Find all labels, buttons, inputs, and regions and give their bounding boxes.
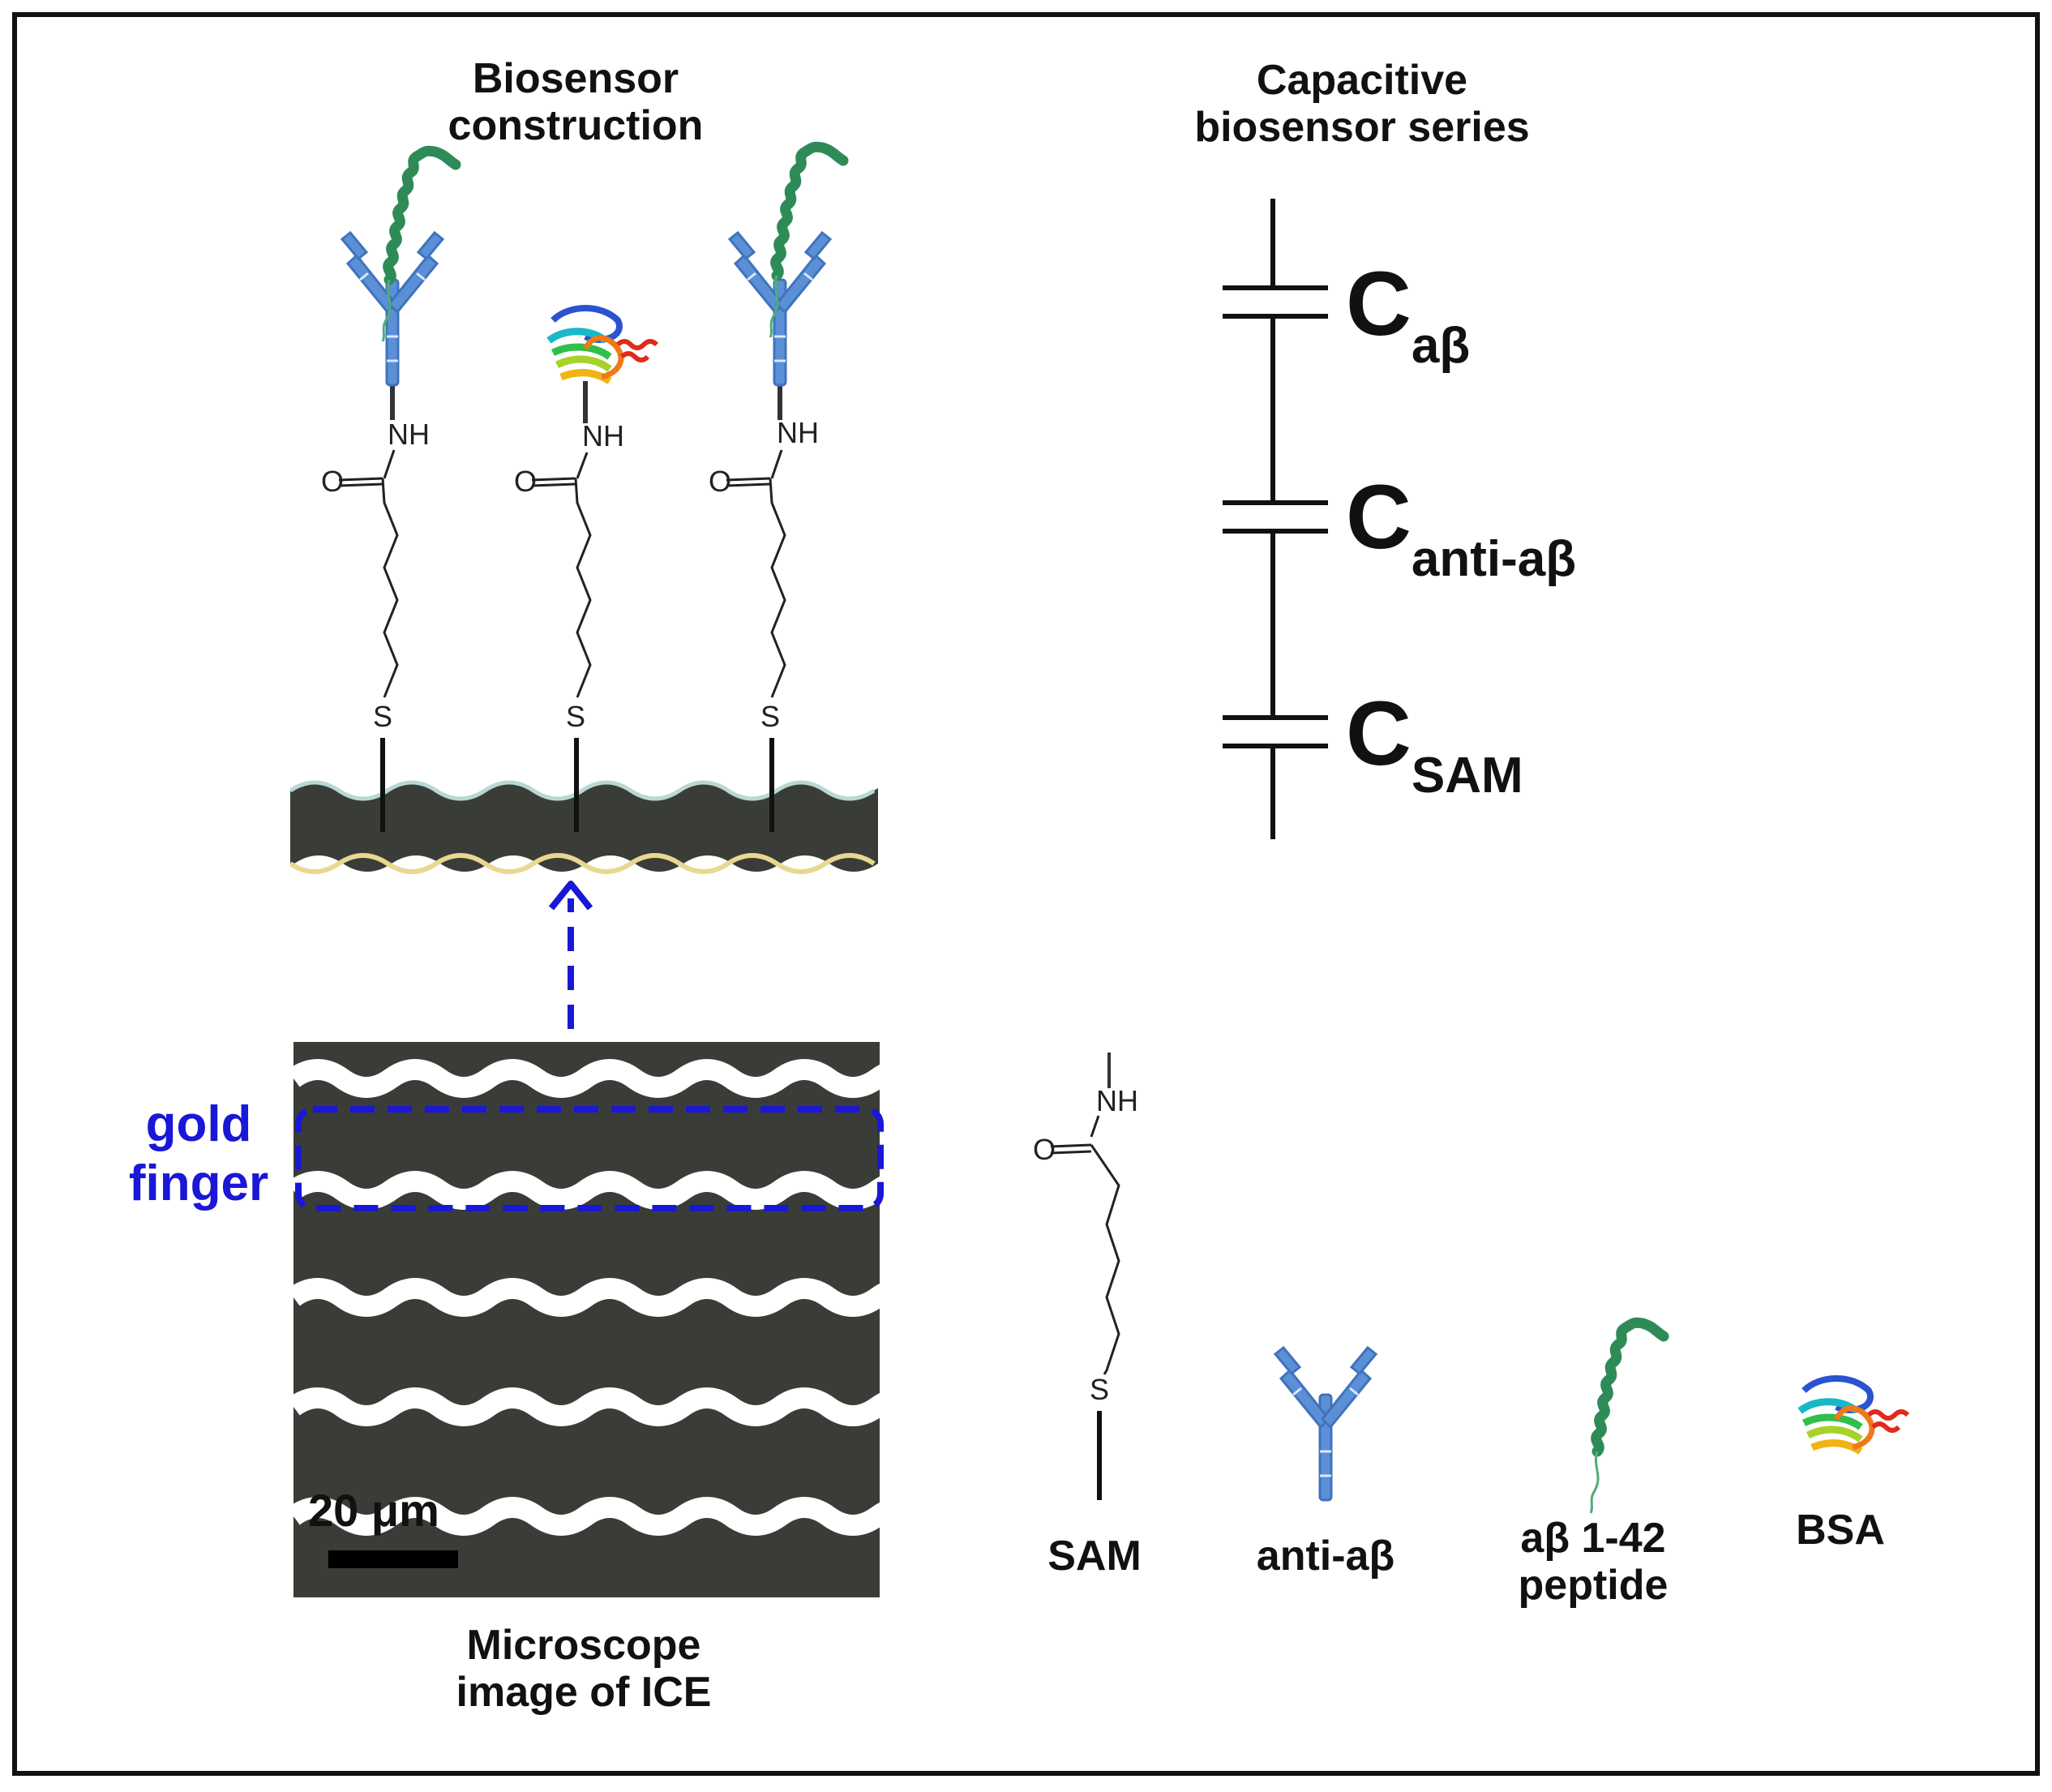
oxygen-label-right: O: [709, 465, 731, 498]
biosensor-construction-title: Biosensor construction: [448, 55, 704, 150]
gold-finger-highlight: [295, 1106, 884, 1211]
scale-bar: [328, 1550, 458, 1568]
chain-middle: [531, 381, 592, 832]
bsa-protein-icon: [1800, 1378, 1908, 1451]
microscope-caption: Microscope image of ICE: [456, 1622, 712, 1717]
legend-label-peptide: aβ 1-42 peptide: [1518, 1515, 1669, 1610]
nh-label-legend: NH: [1096, 1084, 1138, 1117]
sam-linker-legend: [1050, 1052, 1120, 1500]
capacitor-label-anti-ab: Canti-aβ: [1346, 466, 1577, 587]
nh-label-left: NH: [388, 418, 430, 451]
nh-label-middle: NH: [582, 419, 624, 452]
gold-finger-label: gold finger: [128, 1096, 269, 1212]
chain-left: [338, 381, 399, 832]
capacitive-series-title: Capacitive biosensor series: [1194, 57, 1530, 152]
dashed-arrow: [548, 881, 593, 1107]
scale-bar-label: 20 μm: [308, 1485, 439, 1536]
electrode-strip-top: [290, 780, 878, 877]
capacitor-label-ab: Caβ: [1346, 253, 1471, 374]
antibody-icon: [1274, 1346, 1377, 1502]
figure-frame: [12, 12, 2040, 1776]
oxygen-label-left: O: [321, 465, 344, 498]
peptide-icon: [1591, 1323, 1664, 1513]
sulfur-label-middle: S: [566, 700, 585, 733]
sulfur-label-left: S: [373, 700, 392, 733]
capacitor-label-sam: CSAM: [1346, 683, 1523, 804]
oxygen-label-middle: O: [514, 465, 537, 498]
microscope-image: [293, 1042, 880, 1597]
capacitor-circuit: [1223, 199, 1328, 839]
legend-label-bsa: BSA: [1796, 1507, 1885, 1554]
nh-label-right: NH: [777, 416, 819, 449]
chain-right: [726, 381, 786, 832]
bsa-protein-icon-middle: [549, 308, 657, 381]
chem-labels: S S S O O O NH NH NH: [321, 416, 819, 733]
sulfur-label-legend: S: [1090, 1373, 1109, 1406]
oxygen-label-legend: O: [1033, 1133, 1056, 1166]
legend-label-sam: SAM: [1047, 1533, 1142, 1580]
sulfur-label-right: S: [760, 700, 780, 733]
legend-label-anti-ab: anti-aβ: [1256, 1533, 1395, 1580]
